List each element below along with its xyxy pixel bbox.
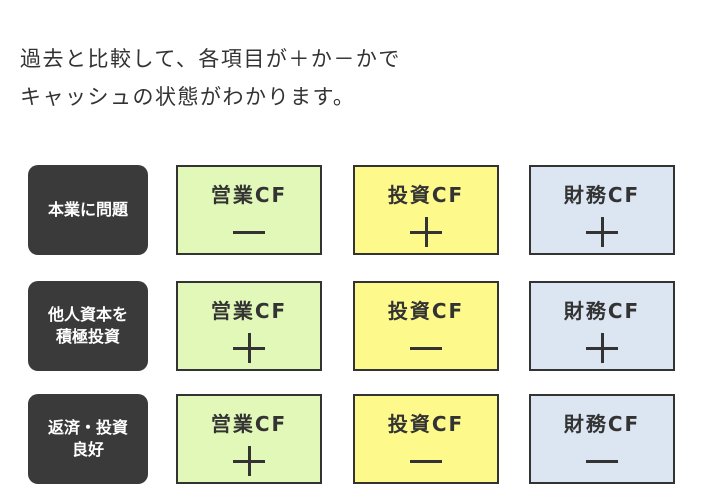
minus-sign	[586, 449, 618, 473]
operating-cf-box: 営業CF	[176, 394, 322, 484]
plus-sign	[586, 217, 618, 247]
row-label-text: 他人資本を 積極投資	[47, 305, 128, 346]
scenario-row-core-business-problem: 本業に問題 営業CF 投資CF 財務CF	[28, 165, 680, 255]
investing-cf-box: 投資CF	[353, 165, 499, 255]
intro-line-2: キャッシュの状態がわかります。	[20, 85, 356, 109]
cf-name: 財務CF	[563, 412, 641, 436]
minus-sign	[410, 336, 442, 360]
plus-sign	[410, 217, 442, 247]
intro-text: 過去と比較して、各項目が＋か－かで キャッシュの状態がわかります。	[20, 40, 401, 116]
investing-cf-box: 投資CF	[353, 281, 499, 371]
plus-sign	[233, 333, 265, 363]
cf-name: 営業CF	[210, 412, 288, 436]
financing-cf-box: 財務CF	[529, 281, 675, 371]
row-label-text: 本業に問題	[47, 200, 128, 219]
cf-name: 財務CF	[563, 299, 641, 323]
row-label-text: 返済・投資 良好	[47, 418, 128, 459]
scenario-row-repayment-good: 返済・投資 良好 営業CF 投資CF 財務CF	[28, 394, 680, 484]
operating-cf-box: 営業CF	[176, 281, 322, 371]
plus-sign	[233, 446, 265, 476]
row-label: 本業に問題	[28, 165, 148, 255]
scenario-row-aggressive-investment: 他人資本を 積極投資 営業CF 投資CF 財務CF	[28, 281, 680, 371]
operating-cf-box: 営業CF	[176, 165, 322, 255]
cf-name: 投資CF	[387, 412, 465, 436]
cf-name: 営業CF	[210, 183, 288, 207]
financing-cf-box: 財務CF	[529, 165, 675, 255]
cf-name: 営業CF	[210, 299, 288, 323]
cf-name: 財務CF	[563, 183, 641, 207]
cf-name: 投資CF	[387, 183, 465, 207]
intro-line-1: 過去と比較して、各項目が＋か－かで	[20, 47, 401, 71]
cf-name: 投資CF	[387, 299, 465, 323]
minus-sign	[410, 449, 442, 473]
plus-sign	[586, 333, 618, 363]
financing-cf-box: 財務CF	[529, 394, 675, 484]
minus-sign	[233, 220, 265, 244]
row-label: 他人資本を 積極投資	[28, 281, 148, 371]
investing-cf-box: 投資CF	[353, 394, 499, 484]
row-label: 返済・投資 良好	[28, 394, 148, 484]
